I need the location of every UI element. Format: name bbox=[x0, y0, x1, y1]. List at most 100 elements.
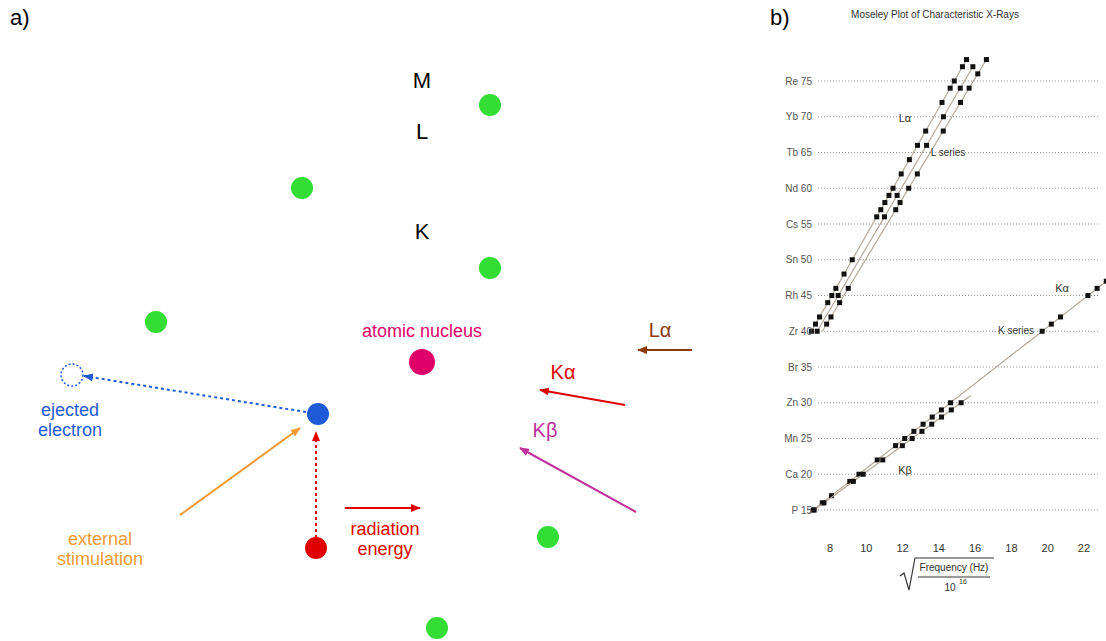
grid-line bbox=[818, 438, 1100, 439]
data-point bbox=[837, 300, 842, 305]
grid-line bbox=[818, 367, 1100, 368]
data-point bbox=[886, 193, 891, 198]
electron bbox=[479, 257, 501, 279]
data-point bbox=[842, 272, 847, 277]
k-beta-arrow bbox=[520, 448, 636, 512]
data-point bbox=[949, 407, 954, 412]
axis-tick-label: 16 bbox=[969, 542, 981, 554]
data-point bbox=[915, 171, 920, 176]
axis-tick-label: 22 bbox=[1078, 542, 1090, 554]
axis-tick-label: 14 bbox=[933, 542, 945, 554]
data-point bbox=[902, 436, 907, 441]
line-label: Kβ bbox=[533, 419, 558, 441]
data-point bbox=[882, 214, 887, 219]
data-point bbox=[882, 200, 887, 205]
data-point bbox=[930, 415, 935, 420]
series-line bbox=[809, 278, 1106, 514]
data-point bbox=[874, 214, 879, 219]
data-point bbox=[891, 186, 896, 191]
vacancy-electron bbox=[307, 403, 329, 425]
data-point bbox=[924, 143, 929, 148]
radiation-arrow bbox=[345, 507, 420, 509]
data-point bbox=[967, 86, 972, 91]
data-point bbox=[921, 422, 926, 427]
electron bbox=[537, 526, 559, 548]
electron-shell: K bbox=[307, 247, 537, 477]
axis-tick-label: Zn 30 bbox=[786, 397, 812, 408]
shell-outline bbox=[157, 97, 687, 627]
data-point bbox=[919, 429, 924, 434]
grid-line bbox=[818, 116, 1100, 117]
axis-tick-label: Yb 70 bbox=[786, 111, 812, 122]
data-point bbox=[829, 293, 834, 298]
data-point bbox=[893, 207, 898, 212]
shell-circle bbox=[156, 96, 688, 628]
data-point bbox=[851, 479, 856, 484]
data-point bbox=[970, 64, 975, 69]
data-point bbox=[861, 472, 866, 477]
data-point bbox=[948, 400, 953, 405]
falling-electron bbox=[305, 537, 327, 559]
electron-shell: MLK bbox=[156, 96, 688, 628]
data-point bbox=[941, 114, 946, 119]
axis-tick-label: Ca 20 bbox=[785, 469, 812, 480]
axis-title: 16 bbox=[959, 578, 967, 586]
axis-tick-label: 12 bbox=[896, 542, 908, 554]
data-point bbox=[880, 457, 885, 462]
electron bbox=[291, 177, 313, 199]
axis-tick-label: Nd 60 bbox=[785, 183, 812, 194]
l-alpha-arrow bbox=[638, 349, 692, 351]
data-point bbox=[1095, 286, 1100, 291]
data-point bbox=[958, 86, 963, 91]
series-label: Kα bbox=[1055, 282, 1069, 294]
series-line bbox=[822, 60, 986, 332]
series-line bbox=[814, 396, 971, 510]
data-point bbox=[824, 322, 829, 327]
data-point bbox=[828, 314, 833, 319]
shell-circle bbox=[307, 247, 537, 477]
series-label: Lα bbox=[899, 112, 911, 124]
axis-title: Frequency (Hz) bbox=[920, 562, 989, 573]
data-point bbox=[821, 500, 826, 505]
data-point bbox=[1049, 322, 1054, 327]
grid-line bbox=[818, 259, 1100, 260]
fraction-bar bbox=[918, 577, 990, 578]
series-line bbox=[811, 60, 966, 332]
line-label: Lα bbox=[649, 319, 672, 341]
part-label: ejected electron bbox=[23, 401, 118, 441]
axis-tick-label: Mn 25 bbox=[784, 433, 812, 444]
data-point bbox=[941, 129, 946, 134]
axis-tick-label: 18 bbox=[1005, 542, 1017, 554]
axis-tick-label: Rh 45 bbox=[785, 290, 812, 301]
series-label: L series bbox=[931, 147, 966, 158]
data-point bbox=[939, 415, 944, 420]
data-point bbox=[1058, 314, 1063, 319]
data-point bbox=[813, 322, 818, 327]
ejected-electron-ghost bbox=[61, 364, 83, 386]
axis-tick-label: 10 bbox=[860, 542, 872, 554]
data-point bbox=[975, 71, 980, 76]
data-point bbox=[815, 329, 820, 334]
axis-tick-label: Re 75 bbox=[785, 76, 812, 87]
data-point bbox=[939, 407, 944, 412]
axis-tick-label: Cs 55 bbox=[786, 219, 812, 230]
data-point bbox=[940, 100, 945, 105]
k-alpha-arrow bbox=[540, 390, 625, 405]
series-line bbox=[817, 67, 973, 332]
part-label: external stimulation bbox=[48, 530, 153, 570]
panel-letter: b) bbox=[770, 6, 790, 30]
data-point bbox=[878, 207, 883, 212]
grid-line bbox=[818, 295, 1100, 296]
stimulation-arrow bbox=[180, 428, 300, 515]
data-point bbox=[875, 457, 880, 462]
data-point bbox=[899, 171, 904, 176]
data-point bbox=[833, 286, 838, 291]
grid-line bbox=[818, 81, 1100, 82]
axis-tick-label: Br 35 bbox=[788, 362, 812, 373]
data-point bbox=[984, 57, 989, 62]
electron bbox=[426, 617, 448, 639]
axis-tick-label: Sn 50 bbox=[786, 254, 812, 265]
chart-title: Moseley Plot of Characteristic X-Rays bbox=[851, 9, 1019, 20]
grid-line bbox=[818, 188, 1100, 189]
data-point bbox=[1104, 279, 1106, 284]
